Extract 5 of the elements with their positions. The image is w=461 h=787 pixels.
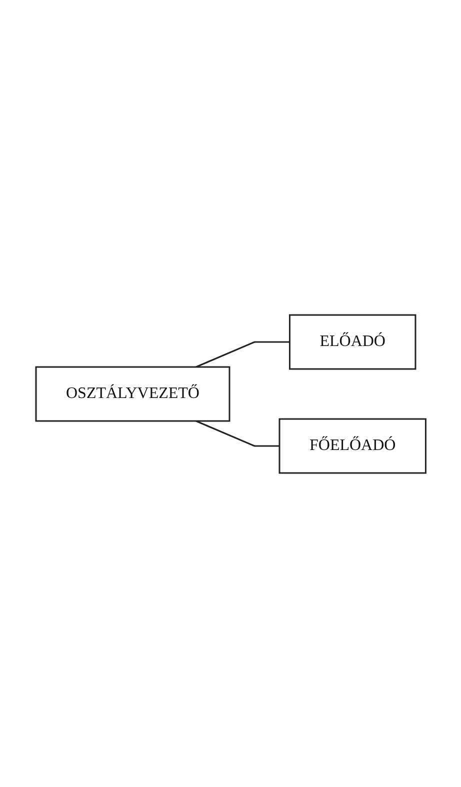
node-box: OSZTÁLYVEZETŐ — [34, 366, 230, 422]
node-box: FŐELŐADÓ — [278, 418, 426, 474]
connector — [195, 340, 290, 368]
node-box: ELŐADÓ — [288, 314, 416, 370]
connector — [195, 420, 280, 446]
